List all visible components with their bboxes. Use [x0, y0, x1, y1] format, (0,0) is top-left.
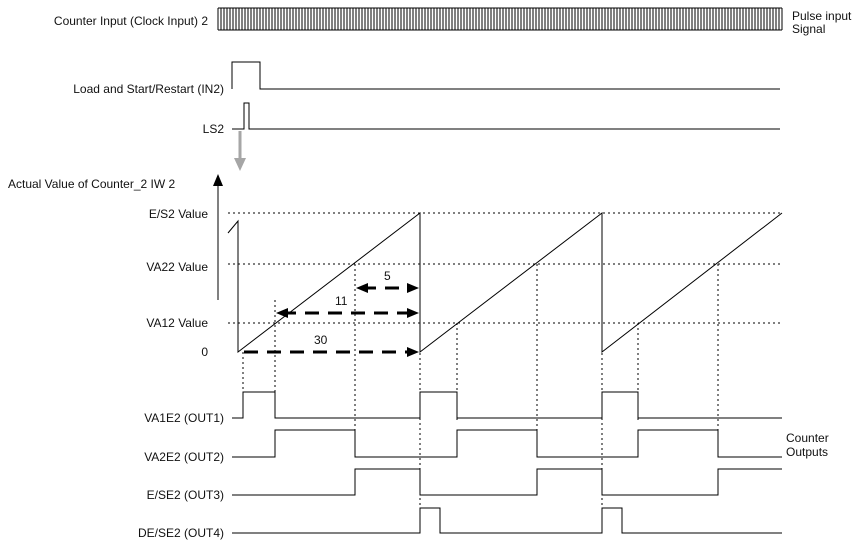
out1-waveform: [232, 391, 782, 419]
ls2-waveform: [232, 102, 780, 130]
out3-label: E/SE2 (OUT3): [147, 488, 224, 502]
es2-value-label: E/S2 Value: [149, 207, 208, 221]
pulse-note-line2: Signal: [792, 22, 825, 36]
out4-waveform: [232, 507, 782, 534]
out2-label: VA2E2 (OUT2): [144, 450, 224, 464]
arrow-11: 11: [276, 294, 419, 318]
outputs-note-line2: Outputs: [786, 445, 828, 459]
va12-value-label: VA12 Value: [146, 316, 208, 330]
load-start-label: Load and Start/Restart (IN2): [73, 82, 224, 96]
out1-label: VA1E2 (OUT1): [144, 411, 224, 425]
arrow-11-label: 11: [335, 294, 348, 308]
clock-input-label: Counter Input (Clock Input) 2: [54, 14, 208, 28]
va22-value-label: VA22 Value: [146, 260, 208, 274]
outputs-note-line1: Counter: [786, 431, 829, 445]
arrow-30: 30: [244, 333, 419, 357]
zero-value-label: 0: [201, 345, 208, 359]
y-axis-title: Actual Value of Counter_2 IW 2: [8, 177, 176, 191]
pulse-train: [217, 8, 783, 30]
y-axis-arrowhead: [213, 174, 223, 186]
out4-label: DE/SE2 (OUT4): [138, 526, 224, 540]
arrow-30-label: 30: [314, 333, 328, 347]
level-reference-lines: [228, 212, 782, 324]
pulse-note-line1: Pulse input: [792, 9, 852, 23]
ls2-trigger-arrow: [234, 131, 246, 171]
load-start-waveform: [231, 61, 780, 90]
transition-lines: [242, 213, 719, 532]
arrow-5: 5: [356, 269, 419, 293]
arrow-5-label: 5: [384, 269, 391, 283]
ls2-label: LS2: [203, 122, 225, 136]
out3-waveform: [232, 468, 782, 496]
counter-value-sawtooth: [227, 211, 783, 354]
out2-waveform: [232, 429, 782, 458]
